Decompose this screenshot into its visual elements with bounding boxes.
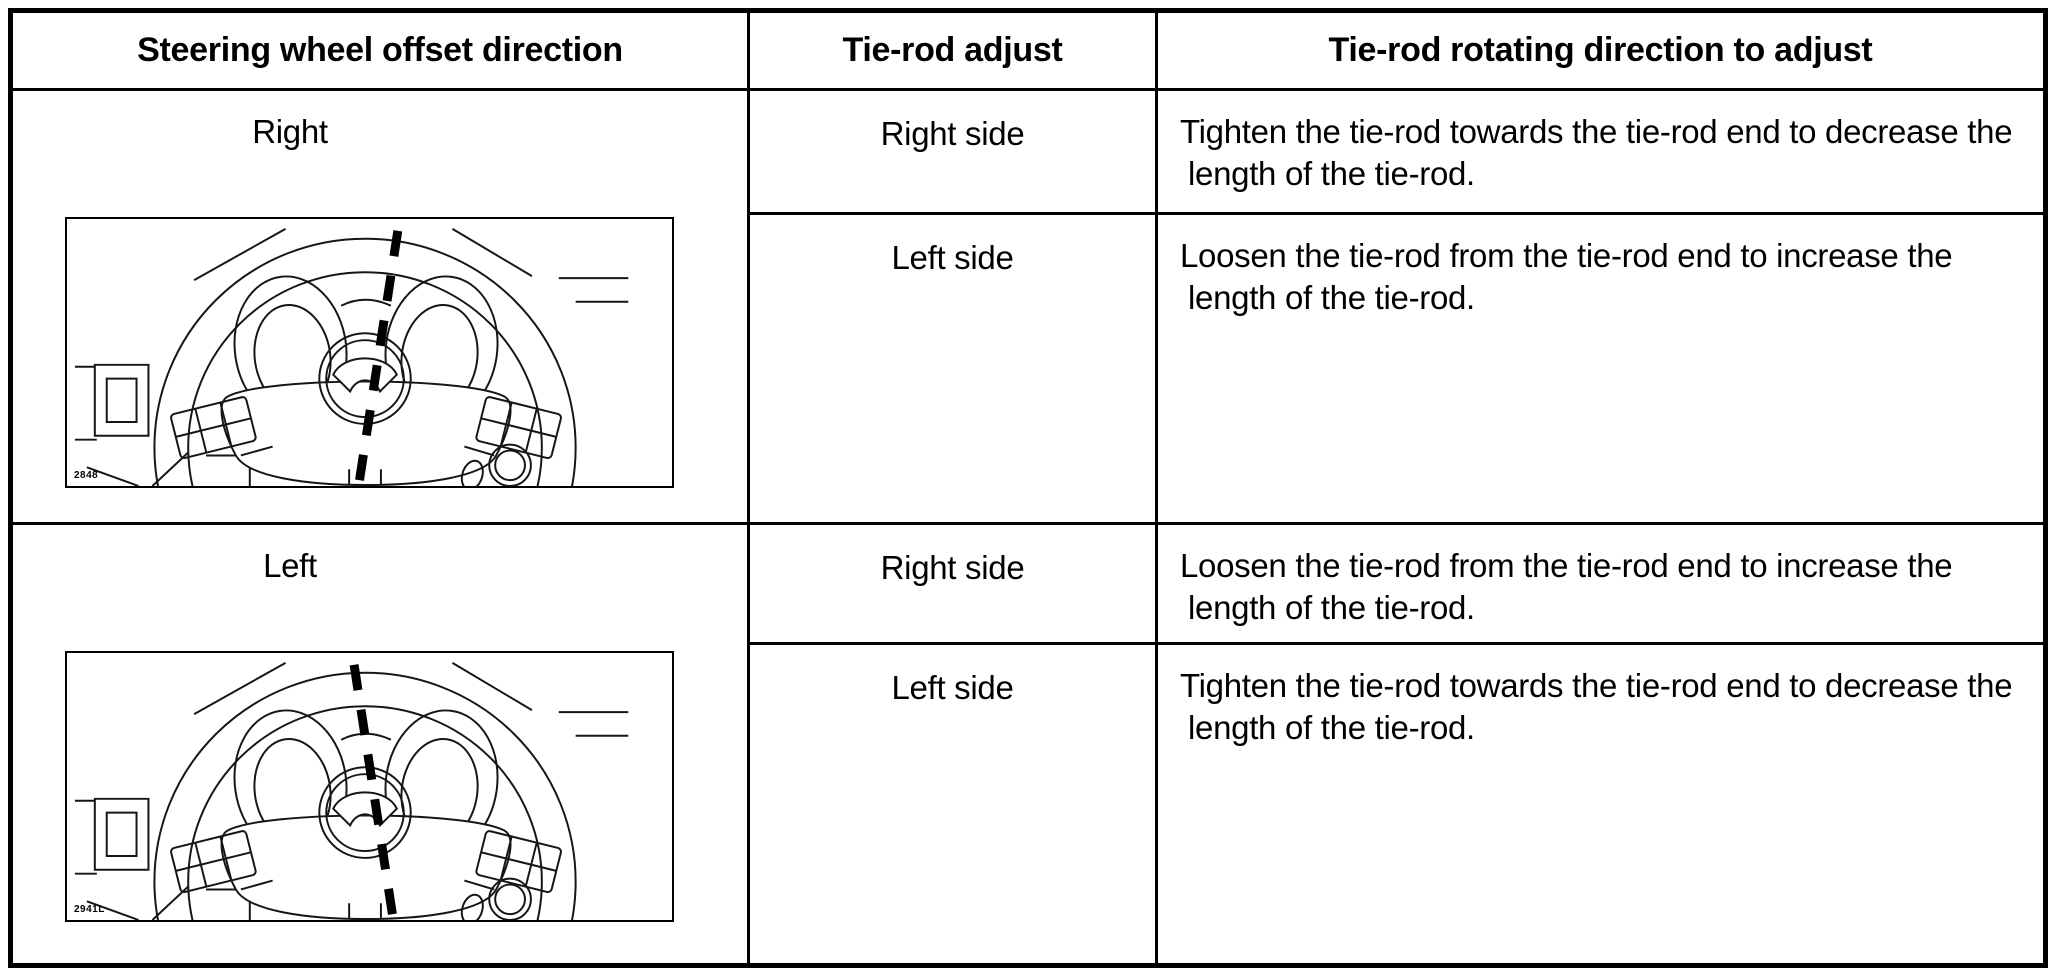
tie-rod-instruction-cell: Tighten the tie-rod towards the tie-rod …	[1158, 645, 2043, 963]
tie-rod-adjustment-table: Steering wheel offset direction Tie-rod …	[8, 8, 2048, 968]
tie-rod-instruction-cell: Loosen the tie-rod from the tie-rod end …	[1158, 215, 2043, 525]
tie-rod-side-cell: Left side	[750, 215, 1158, 525]
header-steering-wheel-offset-direction: Steering wheel offset direction	[13, 13, 750, 91]
figure-code: 2848	[74, 470, 99, 481]
tie-rod-side-cell: Right side	[750, 525, 1158, 645]
tie-rod-side-cell: Right side	[750, 91, 1158, 215]
header-tie-rod-rotating-direction: Tie-rod rotating direction to adjust	[1158, 13, 2043, 91]
steering-wheel-drawing	[73, 227, 630, 486]
offset-direction-cell-left: Left 2941L	[13, 525, 750, 963]
steering-wheel-drawing	[73, 661, 630, 920]
tie-rod-instruction-cell: Tighten the tie-rod towards the tie-rod …	[1158, 91, 2043, 215]
tie-rod-side-cell: Left side	[750, 645, 1158, 963]
steering-wheel-figure-left-offset: 2941L	[65, 651, 674, 922]
steering-wheel-figure-right-offset: 2848	[65, 217, 674, 488]
tie-rod-instruction-cell: Loosen the tie-rod from the tie-rod end …	[1158, 525, 2043, 645]
header-tie-rod-adjust: Tie-rod adjust	[750, 13, 1158, 91]
offset-direction-cell-right: Right	[13, 91, 750, 525]
offset-direction-label: Left	[263, 547, 317, 584]
offset-direction-label: Right	[252, 113, 328, 150]
figure-code: 2941L	[74, 904, 105, 915]
